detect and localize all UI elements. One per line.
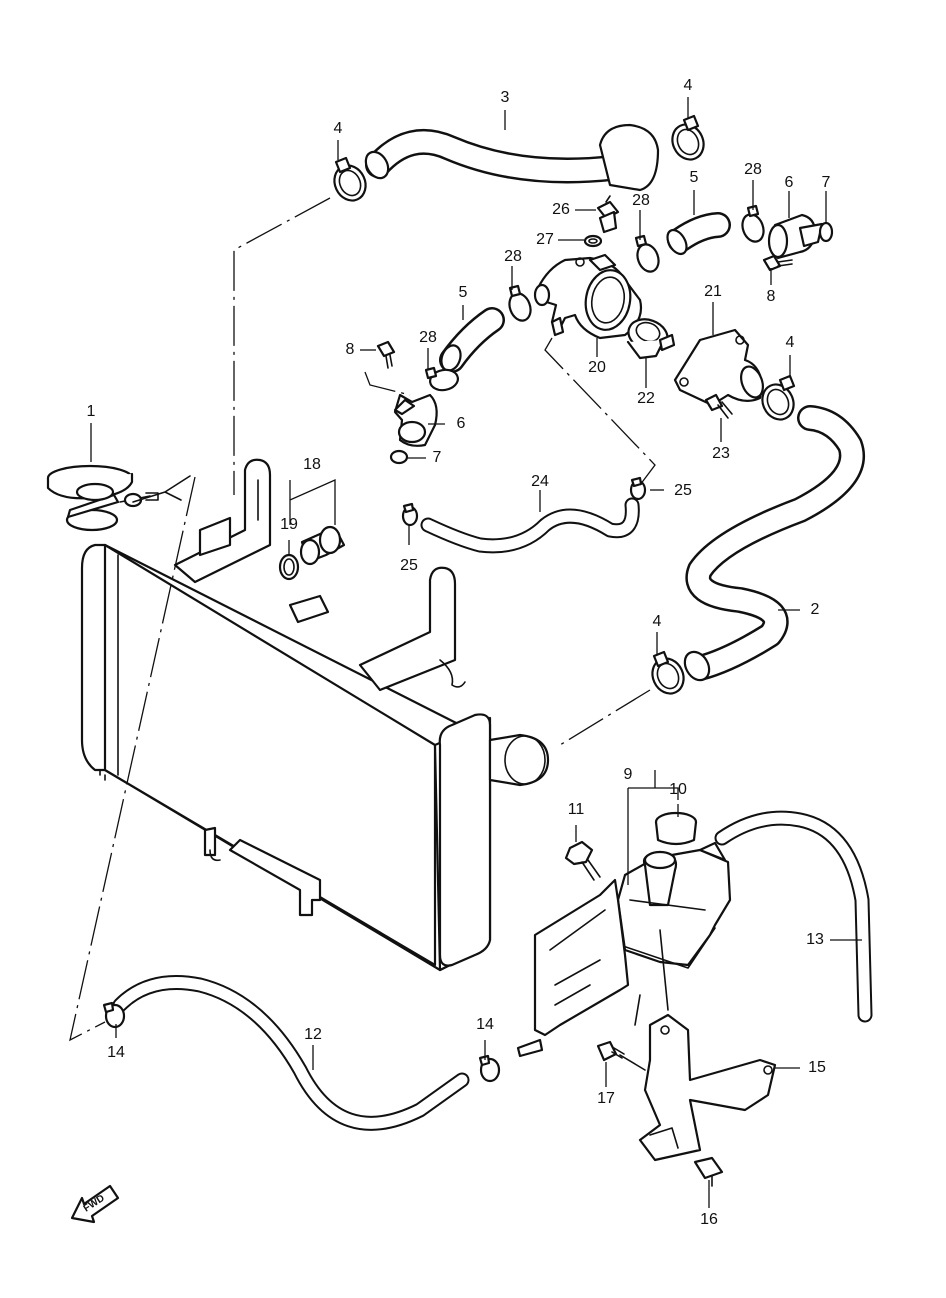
callout-18: 18 [303, 456, 321, 473]
hose-clamp-14a[interactable] [102, 1001, 126, 1029]
bypass-hose[interactable] [420, 497, 640, 554]
callout-25: 25 [674, 482, 692, 499]
fitting-6-upper[interactable] [767, 213, 824, 260]
callout-8: 8 [767, 288, 776, 305]
forward-arrow: FWD [70, 1184, 120, 1224]
hose-clamp-4a[interactable] [329, 156, 371, 206]
callout-4: 4 [653, 613, 662, 630]
breather-hose[interactable] [714, 810, 873, 1023]
callout-6: 6 [785, 174, 794, 191]
callout-11: 11 [568, 801, 585, 818]
callout-24: 24 [531, 473, 549, 490]
callout-28: 28 [419, 329, 437, 346]
callout-17: 17 [597, 1090, 615, 1107]
o-ring-7-lower[interactable] [389, 449, 409, 465]
hose-clamp-14b[interactable] [478, 1054, 501, 1083]
radiator-cap[interactable] [46, 464, 159, 532]
callout-16: 16 [700, 1211, 718, 1228]
callout-7: 7 [433, 449, 442, 466]
reservoir-bracket[interactable] [516, 878, 641, 1058]
reservoir-tank[interactable] [616, 841, 732, 969]
bolt-17[interactable] [596, 1040, 625, 1062]
overflow-hose[interactable] [112, 975, 470, 1131]
reservoir-cap[interactable] [654, 811, 698, 846]
callout-23: 23 [712, 445, 730, 462]
callout-14: 14 [476, 1016, 494, 1033]
bolt-23[interactable] [704, 393, 733, 419]
callout-1: 1 [87, 403, 96, 420]
o-ring-7-upper[interactable] [818, 221, 834, 243]
hose-clamp-4c[interactable] [757, 374, 799, 425]
callout-4: 4 [684, 77, 693, 94]
callout-25: 25 [400, 557, 418, 574]
callout-26: 26 [552, 201, 570, 218]
hose-clamp-28c[interactable] [506, 284, 534, 324]
hose-5-upper[interactable] [664, 212, 731, 257]
assembly-lines [69, 197, 669, 1071]
callout-5: 5 [459, 284, 468, 301]
bolt-8-upper[interactable] [762, 254, 793, 272]
radiator[interactable] [80, 458, 550, 972]
callout-8: 8 [346, 341, 355, 358]
fan-switch[interactable] [299, 525, 346, 566]
upper-hose[interactable] [361, 123, 660, 192]
callout-19: 19 [280, 516, 298, 533]
mounting-cushion[interactable] [693, 1156, 724, 1187]
thermostat-housing[interactable] [533, 253, 643, 340]
callout-4: 4 [786, 334, 795, 351]
callout-14: 14 [107, 1044, 125, 1061]
callout-7: 7 [822, 174, 831, 191]
temp-sensor[interactable] [596, 195, 620, 234]
callout-28: 28 [504, 248, 522, 265]
callout-22: 22 [637, 390, 655, 407]
hose-clamp-4b[interactable] [667, 114, 709, 165]
lower-hose[interactable] [680, 405, 865, 684]
hose-clamp-28b[interactable] [739, 204, 767, 245]
thermostat[interactable] [624, 314, 676, 360]
callout-21: 21 [704, 283, 722, 300]
leader-lines [90, 97, 862, 1208]
callout-5: 5 [690, 169, 699, 186]
bolt-11[interactable] [564, 840, 601, 881]
callout-13: 13 [806, 931, 824, 948]
reservoir-lower-bracket[interactable] [638, 1013, 777, 1162]
hose-clamp-28d[interactable] [424, 366, 460, 393]
callout-3: 3 [501, 89, 510, 106]
callout-9: 9 [624, 766, 633, 783]
callout-28: 28 [744, 161, 762, 178]
callouts: 1 2 3 4 4 4 4 5 5 6 6 7 7 8 8 9 10 11 12… [87, 77, 831, 1228]
hose-5-lower[interactable] [438, 307, 505, 373]
bolt-8-lower[interactable] [376, 340, 396, 369]
hose-clamp-4d[interactable] [647, 650, 689, 699]
callout-12: 12 [304, 1026, 322, 1043]
callout-28: 28 [632, 192, 650, 209]
hose-clamp-28a[interactable] [634, 234, 662, 275]
callout-27: 27 [536, 231, 554, 248]
sensor-washer[interactable] [583, 234, 603, 248]
callout-20: 20 [588, 359, 606, 376]
fitting-6-lower[interactable] [393, 393, 438, 447]
fan-switch-o-ring[interactable] [278, 553, 300, 581]
callout-6: 6 [457, 415, 466, 432]
callout-4: 4 [334, 120, 343, 137]
callout-2: 2 [811, 601, 820, 618]
thermostat-cover[interactable] [673, 328, 767, 407]
callout-10: 10 [669, 781, 687, 798]
callout-15: 15 [808, 1059, 826, 1076]
clamp-25a[interactable] [401, 502, 419, 527]
